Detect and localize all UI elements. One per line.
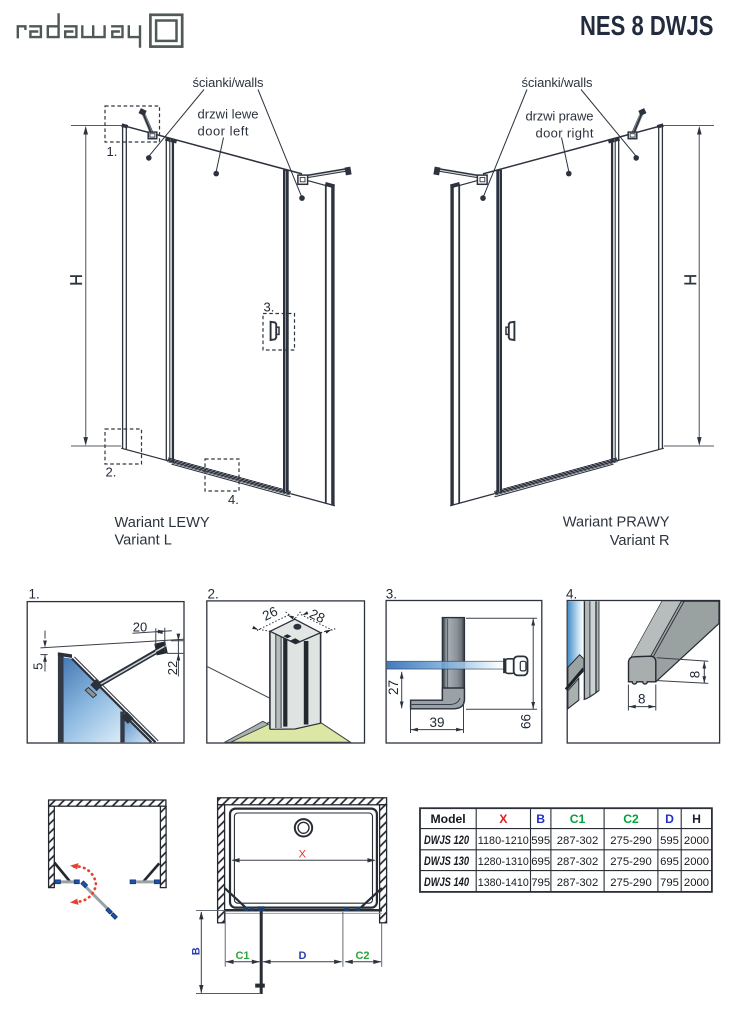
svg-text:4.: 4.	[566, 587, 577, 602]
svg-text:275-290: 275-290	[610, 835, 651, 847]
svg-text:H: H	[692, 812, 701, 826]
svg-text:795: 795	[531, 877, 550, 889]
svg-text:20: 20	[133, 620, 147, 635]
svg-text:2.: 2.	[208, 587, 219, 602]
svg-text:3.: 3.	[386, 587, 397, 602]
svg-text:5: 5	[30, 663, 45, 670]
svg-text:door right: door right	[536, 126, 594, 141]
svg-text:DWJS 120: DWJS 120	[424, 835, 469, 847]
svg-text:C2: C2	[355, 950, 369, 962]
svg-text:595: 595	[531, 835, 550, 847]
svg-text:275-290: 275-290	[610, 877, 651, 889]
svg-text:ścianki/walls: ścianki/walls	[193, 75, 265, 90]
svg-text:595: 595	[660, 835, 679, 847]
svg-text:1380-1410: 1380-1410	[478, 877, 529, 889]
svg-text:Variant R: Variant R	[610, 533, 670, 549]
svg-text:C1: C1	[570, 812, 586, 826]
svg-text:D: D	[665, 812, 674, 826]
svg-text:22: 22	[165, 661, 180, 675]
svg-text:1180-1210: 1180-1210	[478, 835, 529, 847]
svg-text:B: B	[190, 947, 202, 955]
svg-text:287-302: 287-302	[557, 877, 598, 889]
svg-text:4.: 4.	[228, 492, 239, 507]
svg-text:1.: 1.	[29, 587, 40, 602]
svg-text:NES 8 DWJS: NES 8 DWJS	[580, 10, 714, 41]
svg-text:Wariant LEWY: Wariant LEWY	[115, 515, 210, 531]
svg-text:695: 695	[660, 856, 679, 868]
svg-text:X: X	[299, 849, 307, 861]
svg-text:795: 795	[660, 877, 679, 889]
svg-text:DWJS 140: DWJS 140	[424, 877, 469, 889]
svg-text:drzwi lewe: drzwi lewe	[198, 107, 259, 122]
svg-text:Variant L: Variant L	[115, 533, 172, 549]
svg-text:27: 27	[386, 680, 401, 695]
svg-text:D: D	[299, 950, 307, 962]
svg-text:Wariant PRAWY: Wariant PRAWY	[563, 515, 670, 531]
svg-text:C2: C2	[623, 812, 639, 826]
svg-text:ścianki/walls: ścianki/walls	[522, 75, 594, 90]
svg-text:2.: 2.	[106, 465, 117, 480]
svg-text:1280-1310: 1280-1310	[478, 856, 529, 868]
svg-text:8: 8	[688, 671, 703, 679]
svg-text:door left: door left	[198, 124, 249, 139]
svg-text:287-302: 287-302	[557, 856, 598, 868]
svg-text:1.: 1.	[107, 144, 118, 159]
svg-text:C1: C1	[235, 950, 249, 962]
svg-text:695: 695	[531, 856, 550, 868]
svg-text:X: X	[499, 812, 508, 826]
svg-text:2000: 2000	[684, 877, 709, 889]
svg-text:Model: Model	[430, 812, 465, 826]
svg-text:DWJS 130: DWJS 130	[424, 856, 469, 868]
svg-text:66: 66	[518, 714, 533, 729]
svg-text:3.: 3.	[264, 300, 275, 315]
svg-text:287-302: 287-302	[557, 835, 598, 847]
svg-text:275-290: 275-290	[610, 856, 651, 868]
svg-text:28: 28	[307, 606, 327, 626]
svg-text:drzwi prawe: drzwi prawe	[526, 109, 594, 124]
svg-text:2000: 2000	[684, 835, 709, 847]
svg-text:26: 26	[260, 604, 280, 624]
svg-text:8: 8	[638, 691, 646, 706]
svg-text:39: 39	[429, 715, 444, 730]
svg-text:B: B	[536, 812, 545, 826]
svg-text:2000: 2000	[684, 856, 709, 868]
